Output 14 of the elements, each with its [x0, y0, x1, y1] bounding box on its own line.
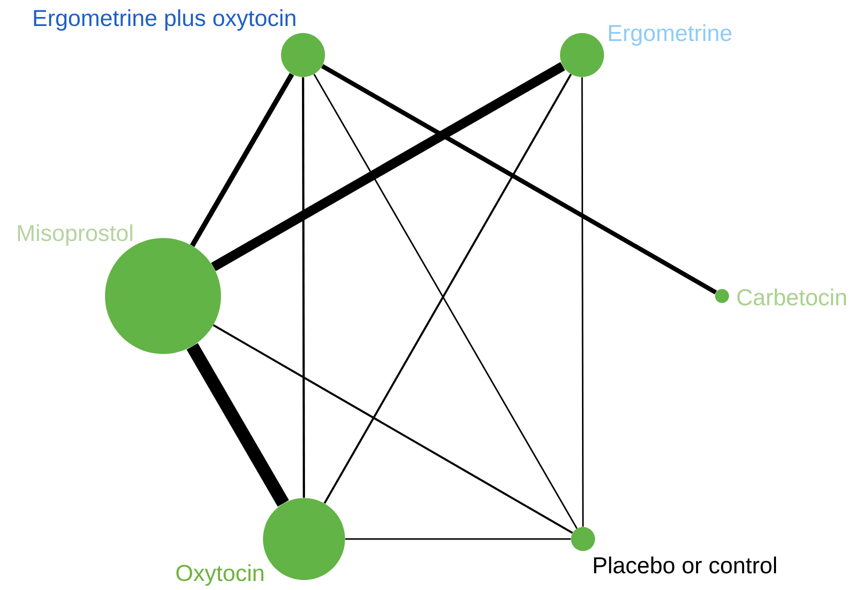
node-label: Ergometrine plus oxytocin	[34, 9, 296, 31]
network-edge	[186, 343, 289, 507]
network-edge	[345, 538, 571, 540]
network-edge	[321, 64, 717, 294]
network-edge	[581, 77, 584, 527]
node-label: Misoprostol	[18, 224, 132, 246]
node-label: Oxytocin	[176, 564, 264, 586]
network-edge	[190, 72, 294, 247]
network-edge	[212, 324, 573, 534]
network-edge	[302, 77, 306, 498]
network-edge	[211, 62, 566, 272]
node-label: Ergometrine	[609, 24, 732, 46]
node-label: Placebo or control	[594, 556, 776, 574]
node-label: Carbetocin	[737, 288, 846, 306]
